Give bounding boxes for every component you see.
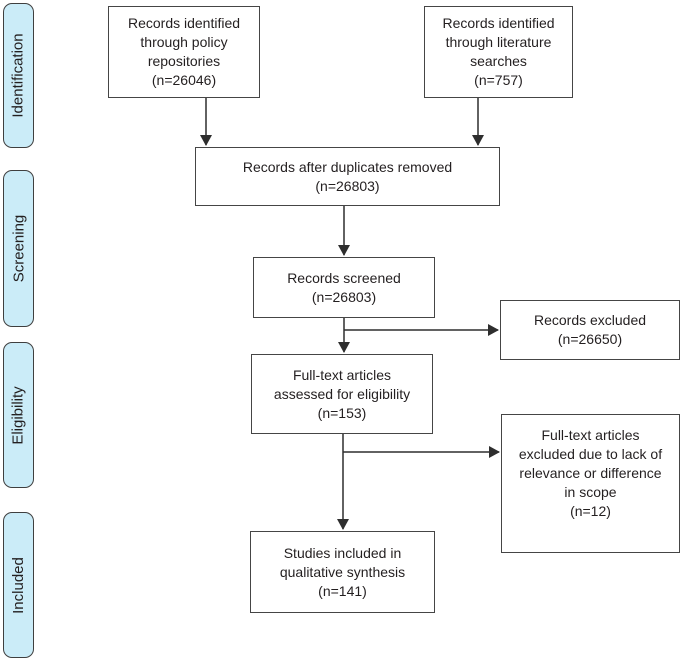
stage-identification: Identification [3,3,34,148]
box-studies-included-text: Studies included in qualitative synthesi… [279,544,406,599]
stage-screening: Screening [3,170,34,327]
stage-included: Included [3,512,34,658]
box-duplicates-removed-text: Records after duplicates removed (n=2680… [242,158,453,194]
box-records-literature: Records identified through literature se… [424,6,573,98]
box-records-literature-text: Records identified through literature se… [442,15,555,88]
box-fulltext-assessed-text: Full-text articles assessed for eligibil… [273,366,411,421]
box-fulltext-assessed: Full-text articles assessed for eligibil… [251,354,433,434]
box-records-screened: Records screened (n=26803) [253,257,435,318]
box-records-screened-text: Records screened (n=26803) [287,269,401,305]
stage-identification-label: Identification [10,33,28,118]
box-records-excluded-text: Records excluded (n=26650) [533,312,647,347]
box-records-policy: Records identified through policy reposi… [108,6,260,98]
box-duplicates-removed: Records after duplicates removed (n=2680… [195,147,500,206]
box-records-policy-text: Records identified through policy reposi… [127,15,241,88]
stage-eligibility-label: Eligibility [10,385,28,445]
box-records-excluded: Records excluded (n=26650) [500,300,680,360]
box-fulltext-excluded: Full-text articles excluded due to lack … [501,414,680,553]
box-studies-included: Studies included in qualitative synthesi… [250,531,435,613]
stage-eligibility: Eligibility [3,342,34,488]
box-fulltext-excluded-text: Full-text articles excluded due to lack … [518,427,663,519]
stage-screening-label: Screening [10,214,28,283]
stage-included-label: Included [10,556,27,614]
